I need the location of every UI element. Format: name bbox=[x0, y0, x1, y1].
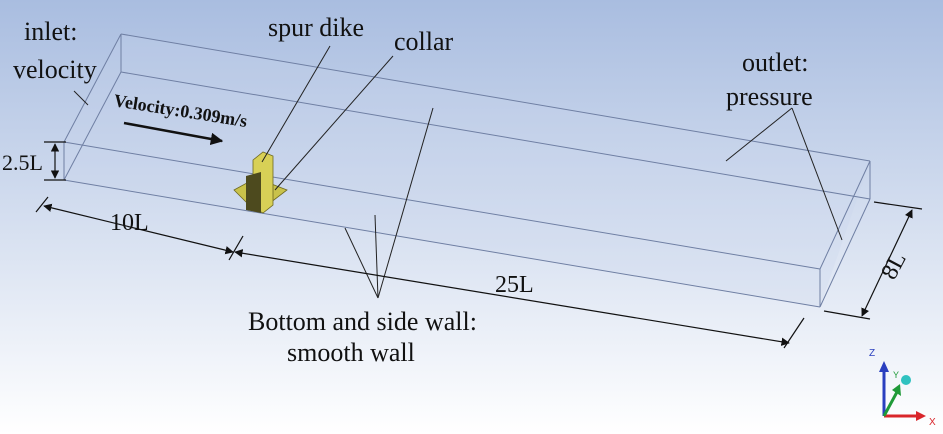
collar-label: collar bbox=[394, 27, 454, 56]
spur-dike-face bbox=[246, 172, 261, 213]
walls-type-label: smooth wall bbox=[287, 338, 415, 367]
y-axis-arrow-icon bbox=[892, 384, 901, 396]
y-axis-label: Y bbox=[893, 370, 899, 380]
axis-origin-sphere-icon bbox=[901, 375, 911, 385]
height-dimension-label: 2.5L bbox=[2, 150, 43, 175]
inlet-label: inlet: bbox=[24, 17, 77, 46]
labels: inlet: velocity spur dike collar outlet:… bbox=[2, 13, 912, 367]
z-axis-label: Z bbox=[869, 348, 875, 359]
upstream-length-label: 10L bbox=[110, 210, 149, 236]
outlet-type-label: pressure bbox=[726, 82, 813, 111]
inlet-type-label: velocity bbox=[13, 55, 97, 84]
downstream-length-label: 25L bbox=[495, 272, 534, 298]
dimension-lines bbox=[35, 141, 923, 349]
x-axis-arrow-icon bbox=[916, 411, 926, 421]
spur-dike-label: spur dike bbox=[268, 13, 364, 42]
walls-label: Bottom and side wall: bbox=[248, 307, 477, 336]
z-axis-arrow-icon bbox=[879, 361, 889, 372]
velocity-arrow bbox=[123, 121, 224, 146]
x-axis-label: X bbox=[929, 417, 936, 428]
spur-dike-model bbox=[233, 151, 288, 214]
outlet-label: outlet: bbox=[742, 48, 808, 77]
y-axis-line bbox=[882, 391, 899, 417]
axis-triad: Z Y X bbox=[869, 348, 936, 428]
